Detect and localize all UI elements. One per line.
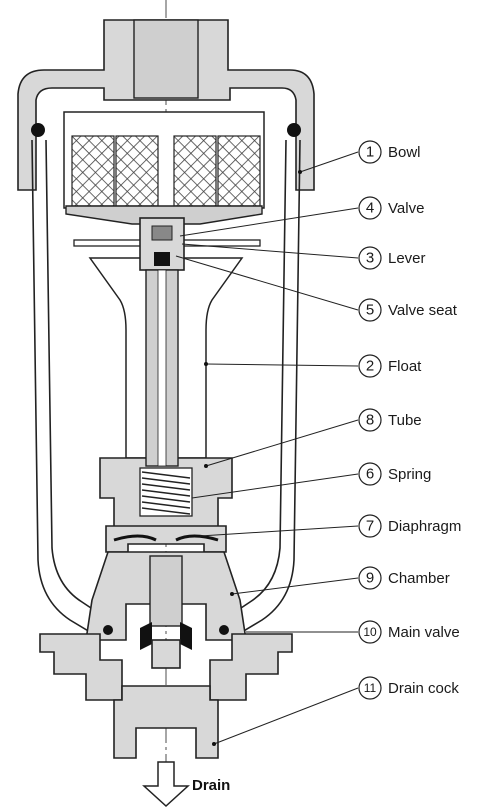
callout-name: Spring <box>388 466 431 483</box>
base-fitting <box>39 633 293 701</box>
callout-number: 10 <box>363 625 377 639</box>
callout-number: 6 <box>366 466 374 483</box>
callout-number: 5 <box>366 302 374 319</box>
callout-number: 8 <box>366 412 374 429</box>
spring <box>139 467 193 517</box>
leader-dots <box>204 170 302 746</box>
callout-spring: 6 Spring <box>358 462 431 486</box>
callout-chamber: 9 Chamber <box>358 566 450 590</box>
callout-number: 3 <box>366 250 374 267</box>
callout-drain-cock: 11 Drain cock <box>358 676 459 700</box>
callout-name: Bowl <box>388 144 421 161</box>
callout-name: Valve <box>388 200 424 217</box>
callout-name: Diaphragm <box>388 518 461 535</box>
o-ring-left <box>31 123 45 137</box>
callout-name: Chamber <box>388 570 450 587</box>
callout-number: 4 <box>366 200 374 217</box>
callout-number: 11 <box>364 681 377 695</box>
leader-lines <box>175 151 359 745</box>
callout-name: Tube <box>388 412 422 429</box>
callout-name: Main valve <box>388 624 460 641</box>
diaphragm <box>105 525 227 553</box>
callout-valve-seat: 5 Valve seat <box>358 298 458 322</box>
callout-valve: 4 Valve <box>358 196 424 220</box>
callout-tube: 8 Tube <box>358 408 422 432</box>
bowl-cap <box>17 19 315 191</box>
callout-lever: 3 Lever <box>358 246 426 270</box>
callout-float: 2 Float <box>358 354 422 378</box>
main-valve <box>140 555 192 669</box>
callout-diaphragm: 7 Diaphragm <box>358 514 461 538</box>
valve-assembly <box>139 217 185 467</box>
callout-number: 2 <box>366 358 374 375</box>
callout-number: 1 <box>366 144 374 161</box>
drain-label: Drain <box>192 777 230 794</box>
bowl <box>31 139 301 639</box>
o-ring-right <box>287 123 301 137</box>
callout-name: Lever <box>388 250 426 267</box>
callout-name: Valve seat <box>388 302 458 319</box>
callout-bowl: 1 Bowl <box>358 140 421 164</box>
callout-name: Float <box>388 358 422 375</box>
callout-main-valve: 10 Main valve <box>358 620 460 644</box>
filter-element <box>63 111 265 225</box>
callout-number: 7 <box>366 518 374 535</box>
drain-arrow <box>142 761 190 808</box>
drain-cock <box>113 685 219 759</box>
callout-name: Drain cock <box>388 680 459 697</box>
callout-number: 9 <box>366 570 374 587</box>
